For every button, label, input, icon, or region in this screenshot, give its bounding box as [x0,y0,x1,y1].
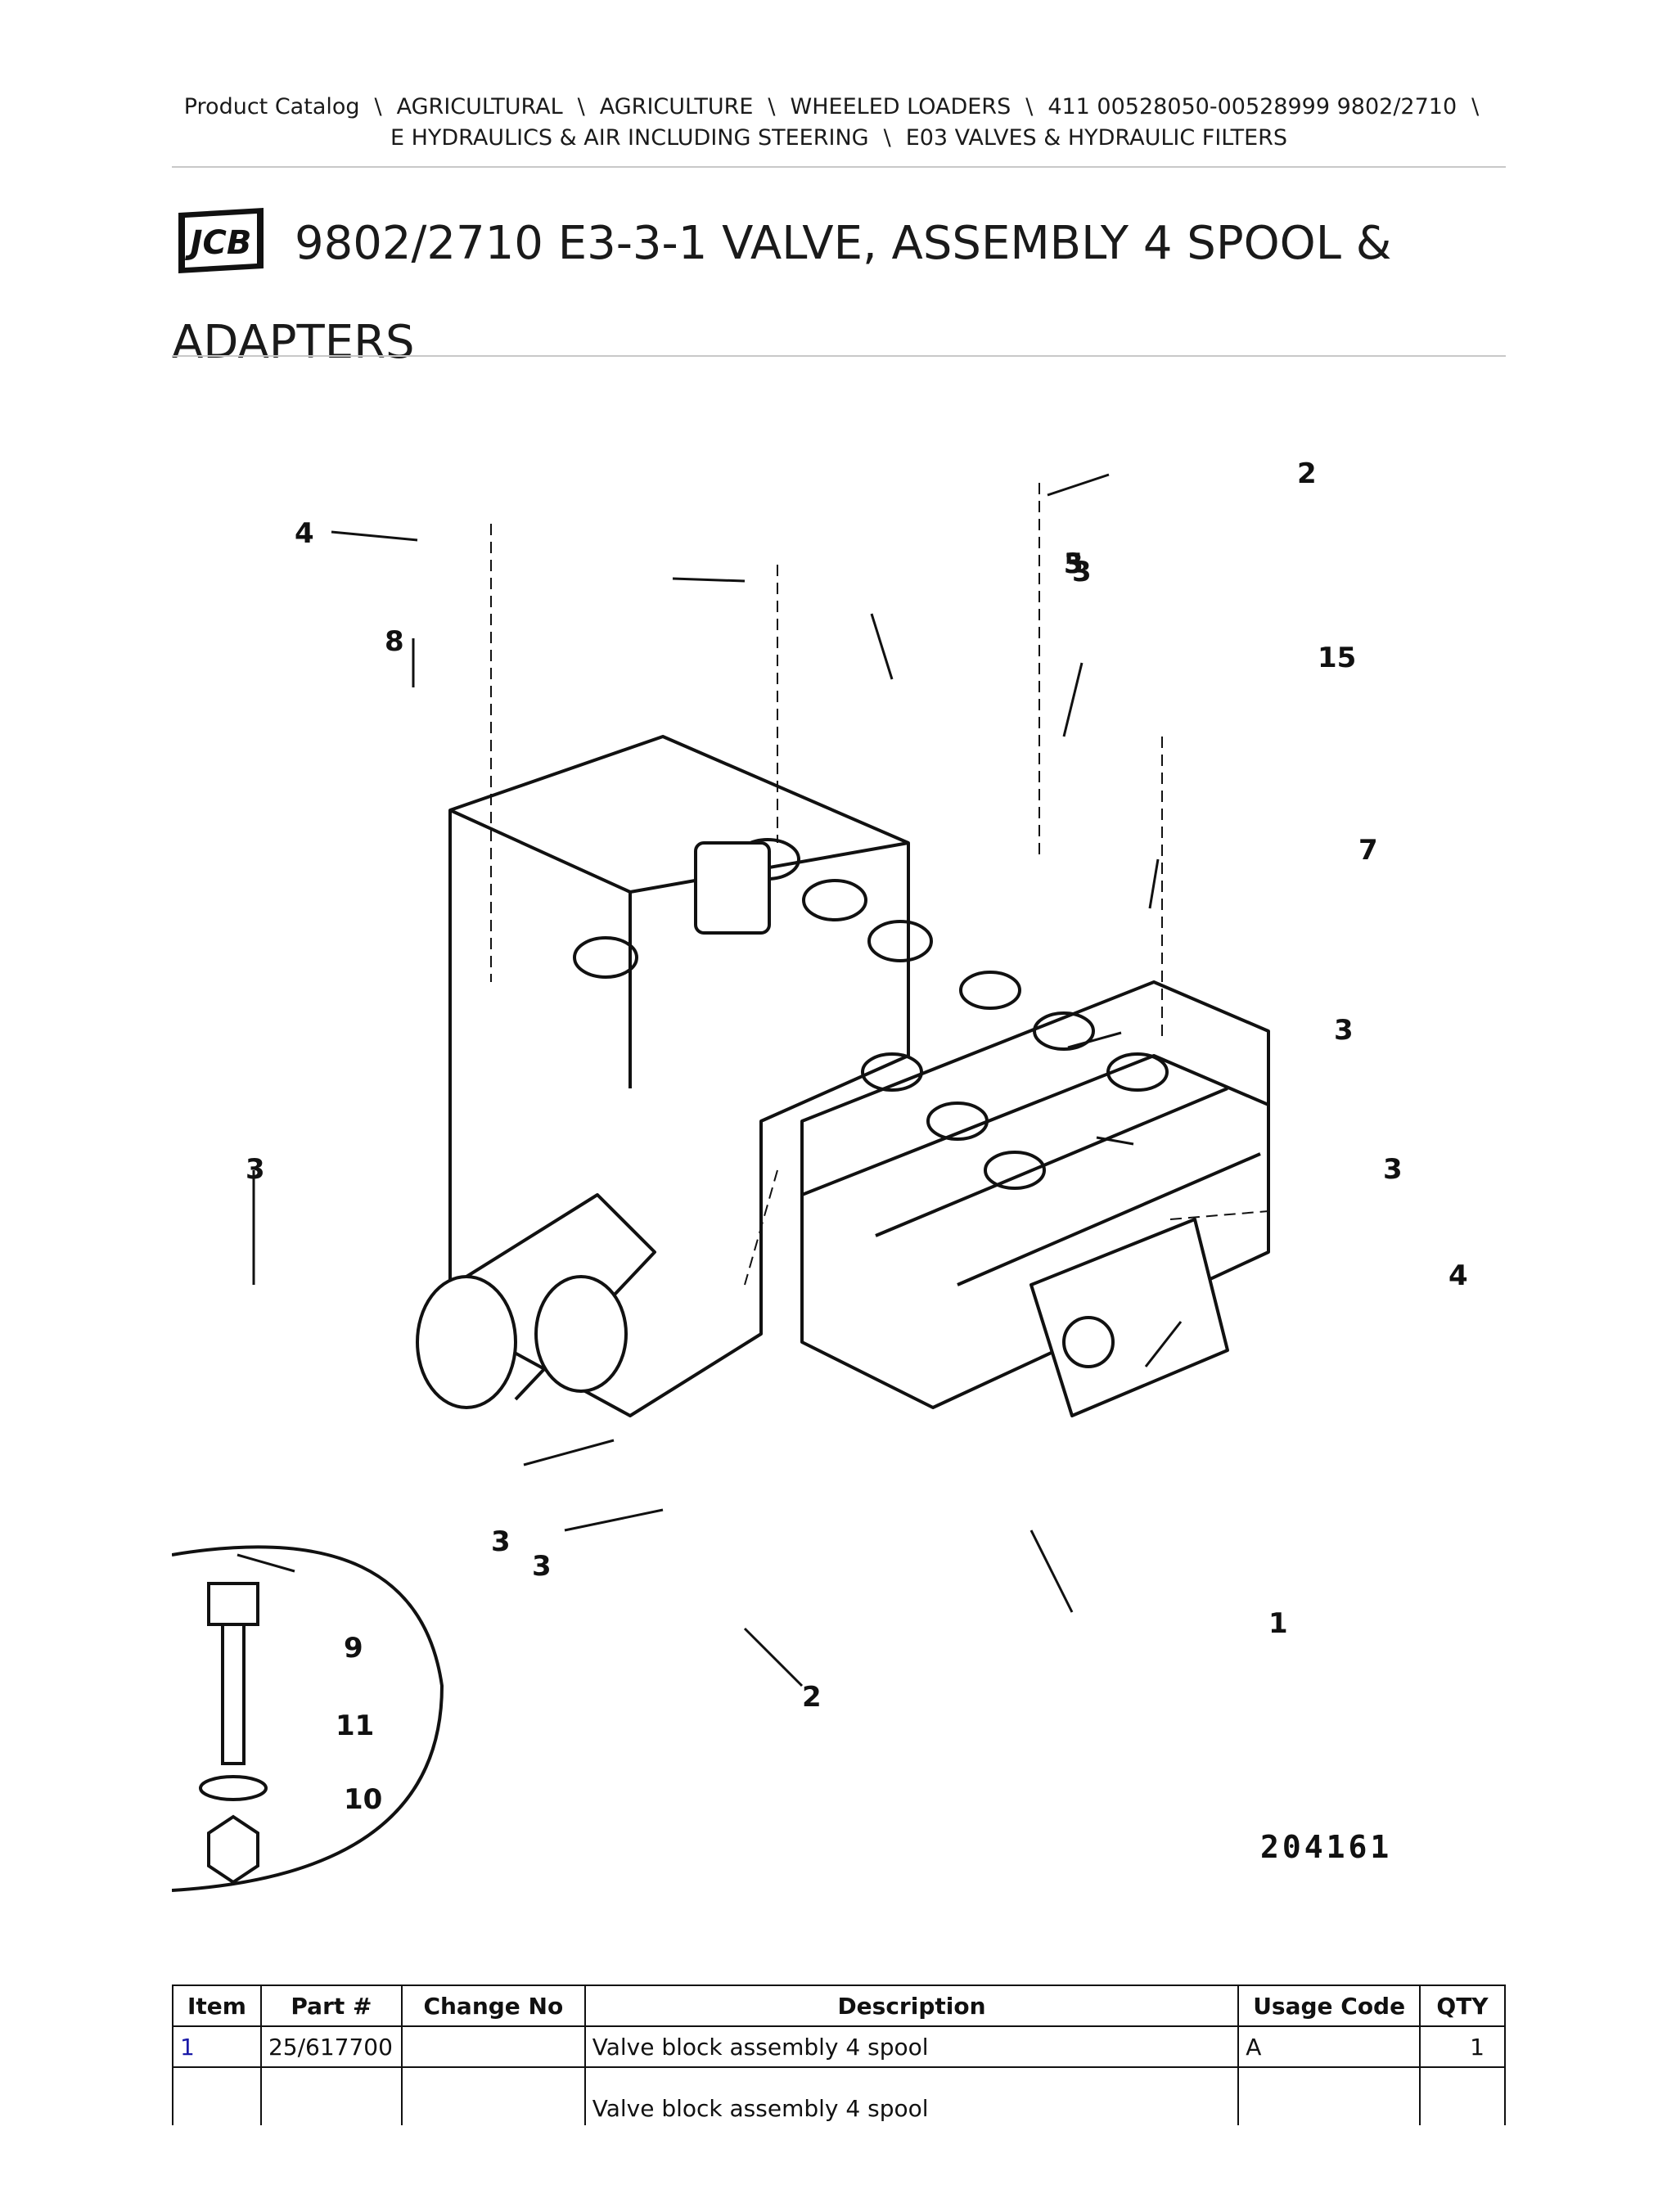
callout-label: 7 [1358,834,1378,867]
callout-label: 4 [295,517,314,550]
breadcrumb-item[interactable]: E HYDRAULICS & AIR INCLUDING STEERING [390,125,869,151]
callout-label: 9 [344,1632,363,1665]
parts-table: Item Part # Change No Description Usage … [172,1984,1506,2125]
breadcrumb-separator: \ [577,94,585,119]
callout-label: 15 [1318,642,1356,674]
callout-label: 2 [802,1681,822,1714]
callout-label: 5 [1064,547,1084,580]
breadcrumb-separator: \ [1025,94,1034,119]
header-divider [172,166,1506,168]
cell-part: 25/617700 [259,2025,403,2068]
jcb-logo: JCB [172,206,270,304]
callout-label: 8 [385,625,404,658]
breadcrumb-separator: \ [883,125,891,151]
figure-number: 204161 [1260,1829,1392,1865]
table-row: 1 25/617700 Valve block assembly 4 spool… [172,2025,1506,2068]
breadcrumb-item[interactable]: E03 VALVES & HYDRAULIC FILTERS [905,125,1288,151]
logo-text: JCB [185,224,252,262]
page-header: JCB 9802/2710 E3-3-1 VALVE, ASSEMBLY 4 S… [172,205,1514,381]
callout-label: 3 [1383,1153,1403,1186]
column-header-change: Change No [400,1984,586,2027]
breadcrumb-separator: \ [768,94,776,119]
callout-label: 10 [344,1783,382,1816]
page-title: 9802/2710 E3-3-1 VALVE, ASSEMBLY 4 SPOOL… [172,217,1392,369]
callout-label: 3 [532,1550,552,1583]
breadcrumb-item[interactable]: AGRICULTURE [599,94,754,119]
logo-inner [185,214,257,268]
column-header-qty: QTY [1419,1984,1506,2027]
item-link[interactable]: 1 [180,2033,195,2061]
page-title-block: JCB 9802/2710 E3-3-1 VALVE, ASSEMBLY 4 S… [172,205,1514,381]
column-header-description: Description [583,1984,1240,2027]
breadcrumb-item[interactable]: 411 00528050-00528999 9802/2710 [1048,94,1457,119]
breadcrumb-separator: \ [1471,94,1480,119]
breadcrumb-item[interactable]: AGRICULTURAL [396,94,563,119]
callout-leaders [237,473,1183,1687]
breadcrumb-item[interactable]: WHEELED LOADERS [790,94,1011,119]
cell-part [259,2066,403,2125]
column-header-usage: Usage Code [1237,1984,1421,2027]
breadcrumb-separator: \ [374,94,382,119]
callout-label: 2 [1297,457,1317,490]
hardware-inset [171,1545,444,1892]
title-divider [172,355,1506,357]
breadcrumb: Product Catalog \ AGRICULTURAL \ AGRICULTURE… [172,92,1506,154]
cell-change [400,2066,586,2125]
callout-labels: 4 2 3 3 5 15 7 8 3 3 3 4 3 3 1 2 9 11 10 [246,457,1468,1816]
cell-description: Valve block assembly 4 spool [583,2066,1240,2125]
callout-label: 11 [336,1710,374,1742]
exploded-view-drawing: 4 2 3 3 5 15 7 8 3 3 3 4 3 3 1 2 9 11 10… [171,457,1468,1892]
callout-label: 3 [246,1153,265,1186]
valve-block-drawing [416,735,1270,1417]
column-header-item: Item [172,1984,262,2027]
cell-qty: 1 [1419,2025,1506,2068]
callout-label: 4 [1448,1259,1468,1292]
callout-label: 3 [1334,1014,1354,1047]
callout-label: 1 [1268,1607,1288,1640]
callout-label: 3 [1064,547,1084,580]
column-header-part: Part # [259,1984,403,2027]
table-row: Valve block assembly 4 spool [172,2066,1506,2125]
table-header-row: Item Part # Change No Description Usage … [172,1984,1506,2027]
cell-usage: A [1237,2025,1421,2068]
cell-item: 1 [172,2025,262,2068]
callout-label: 3 [491,1525,511,1558]
breadcrumb-item[interactable]: Product Catalog [183,94,360,119]
cell-usage [1237,2066,1421,2125]
cell-description: Valve block assembly 4 spool [583,2025,1240,2068]
cell-item [172,2066,262,2125]
cell-change [400,2025,586,2068]
leader-lines [490,483,1269,1286]
callout-label: 3 [1072,556,1092,588]
cell-qty [1419,2066,1506,2125]
parts-diagram: 4 2 3 3 5 15 7 8 3 3 3 4 3 3 1 2 9 11 10… [171,385,1514,1931]
